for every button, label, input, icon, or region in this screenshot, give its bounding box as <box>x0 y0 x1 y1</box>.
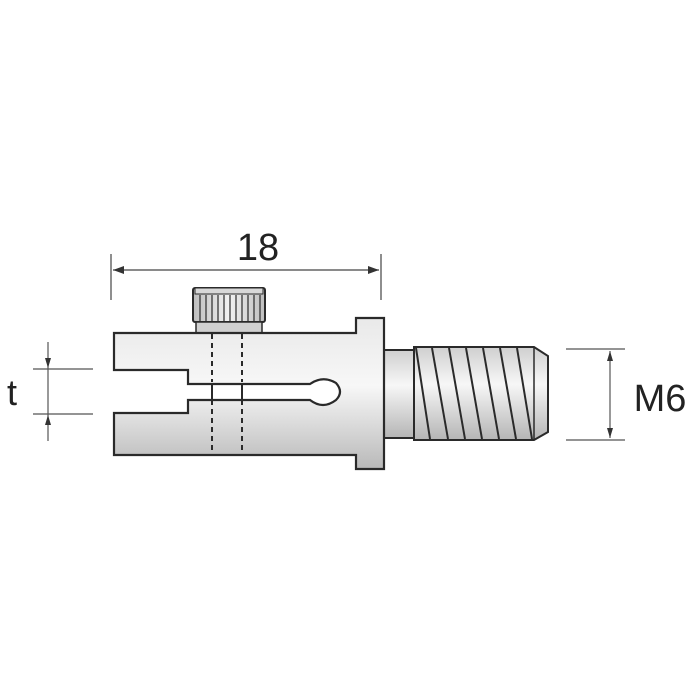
length-dimension: 18 <box>110 227 382 300</box>
arrow-down-icon <box>45 358 51 368</box>
knurled-screw <box>192 287 266 335</box>
arrow-down-icon <box>607 428 613 438</box>
clevis-body <box>112 316 386 471</box>
slot-label: t <box>7 372 17 413</box>
arrow-right-icon <box>368 266 379 274</box>
arrow-up-icon <box>45 415 51 425</box>
thread-label: M6 <box>634 378 687 420</box>
length-label: 18 <box>237 227 279 269</box>
threaded-shank <box>383 346 549 441</box>
thread-dimension: M6 <box>566 348 687 441</box>
slot-dimension: t <box>7 342 93 441</box>
arrow-left-icon <box>113 266 124 274</box>
arrow-up-icon <box>607 351 613 361</box>
